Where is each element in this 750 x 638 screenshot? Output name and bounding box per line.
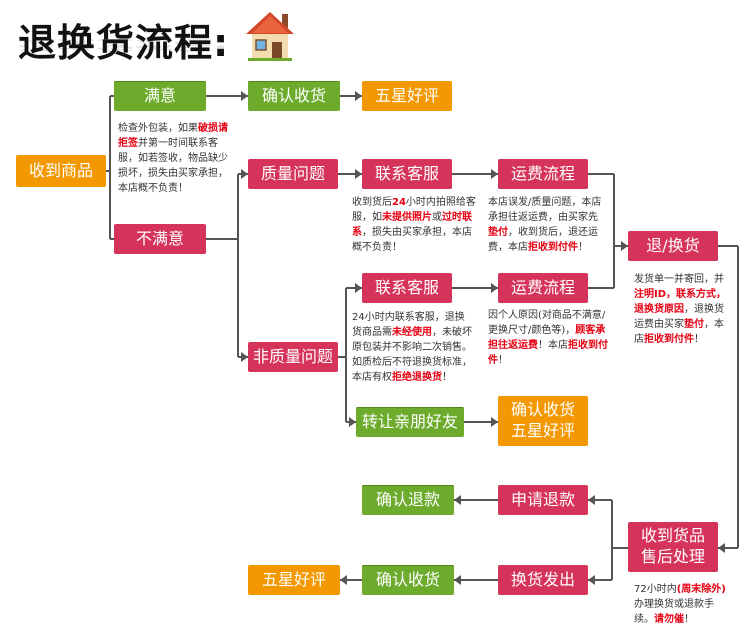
quality-fee-highlight-1: 垫付 [488,227,508,238]
exchange-ship-node: 换货发出 [498,565,588,595]
confirm-receipt-node-1: 确认收货 [248,81,340,111]
unsatisfied-node: 不满意 [114,224,206,254]
nonquality-cs-text-2: ，未破坏原包装并不影响二次销售。如质检后不符退换货标准，本店有权 [352,327,472,383]
return-note-highlight-2: 垫付 [684,319,704,330]
nonquality-fee-highlight-2: 拒收到付件 [488,340,608,366]
inspect-note-text-2: 并第一时间联系客服，如若签收，物品缺少损坏，损失由买家承担，本店概不负责！ [118,138,228,194]
inspect-note-text-1: 检查外包装，如果 [118,123,198,134]
quality-fee-text-3: ！ [578,242,588,253]
nonquality-cs-text-3: ！ [442,372,452,383]
quality-cs-highlight-3: 过时联系 [352,212,472,238]
return-note-text-2: ，退换货运费由买家 [634,304,724,330]
transfer-friends-node: 转让亲朋好友 [356,407,464,437]
quality-cs-highlight-2: 未提供照片 [382,212,432,223]
shipping-flow-node-1: 运费流程 [498,159,588,189]
after-sales-line-2: 售后处理 [640,547,705,566]
nonquality-cs-text-1: 24小时内联系客服，退换货商品需 [352,312,465,338]
shipping-flow-node-2: 运费流程 [498,273,588,303]
return-note-text-1: 发货单一并寄回，并 [634,274,724,285]
quality-issue-node: 质量问题 [248,159,338,189]
return-note-text-4: ！ [694,334,704,345]
confirm-receipt-node-2: 确认收货 [362,565,454,595]
quality-cs-text-4: ，损失由买家承担，本店概不负责！ [352,227,472,253]
after-sales-text-1: 72小时内 [634,584,677,595]
quality-fee-highlight-2: 拒收到付件 [528,242,578,253]
nonquality-fee-text-1: 因个人原因(对商品不满意/更换尺寸/颜色等)， [488,310,606,336]
inspect-note-highlight-1: 破损请拒签 [118,123,228,149]
nonquality-cs-note: 24小时内联系客服，退换货商品需未经使用，未破坏原包装并不影响二次销售。如质检后… [352,310,472,385]
apply-refund-node: 申请退款 [498,485,588,515]
after-sales-text-2: 办理换货或退款手续。 [634,599,714,625]
quality-cs-highlight-1: 24 [392,197,406,208]
contact-cs-node-2: 联系客服 [362,273,452,303]
quality-fee-text-2: ，收到货后，退还运费，本店 [488,227,598,253]
inspect-note: 检查外包装，如果破损请拒签并第一时间联系客服，如若签收，物品缺少损坏，损失由买家… [118,121,236,196]
quality-cs-text-2: 小时内拍照给客服，如 [352,197,476,223]
satisfied-node: 满意 [114,81,206,111]
nonquality-fee-text-3: ！ [498,355,508,366]
quality-fee-text-1: 本店误发/质量问题，本店承担往返运费，由买家先 [488,197,602,223]
after-sales-text-3: ！ [684,614,694,625]
confirm-refund-node: 确认退款 [362,485,454,515]
nonquality-fee-text-2: ！本店 [538,340,568,351]
nonquality-cs-highlight-1: 未经使用 [392,327,432,338]
nonquality-fee-note: 因个人原因(对商品不满意/更换尺寸/颜色等)，顾客承担往返运费！本店拒收到付件！ [488,308,608,368]
after-sales-note: 72小时内(周末除外) 办理换货或退款手续。请勿催！ [634,582,730,627]
confirm-five-star-node: 确认收货 五星好评 [498,396,588,446]
contact-cs-node-1: 联系客服 [362,159,452,189]
house-icon [246,12,294,61]
return-note: 发货单一并寄回，并注明ID，联系方式，退换货原因，退换货运费由买家垫付，本店拒收… [634,272,732,347]
five-star-node-1: 五星好评 [362,81,452,111]
five-star-node-2: 五星好评 [248,565,340,595]
nonquality-fee-highlight-1: 顾客承担往返运费 [488,325,606,351]
after-sales-highlight-1: (周末除外) [676,584,726,595]
non-quality-issue-node: 非质量问题 [248,342,338,372]
quality-cs-text-1: 收到货后 [352,197,392,208]
return-note-highlight-1: 注明ID，联系方式，退换货原因 [634,289,727,315]
page-title: 退换货流程: [18,21,230,65]
after-sales-line-1: 收到货品 [640,526,705,546]
quality-cs-note: 收到货后24小时内拍照给客服，如未提供照片或过时联系，损失由买家承担，本店概不负… [352,195,480,255]
received-goods-node: 收到商品 [16,155,106,187]
return-note-highlight-3: 拒收到付件 [644,334,694,345]
after-sales-node: 收到货品 售后处理 [628,522,718,572]
quality-fee-note: 本店误发/质量问题，本店承担往返运费，由买家先垫付，收到货后，退还运费，本店拒收… [488,195,606,255]
nonquality-cs-highlight-2: 拒绝退换货 [392,372,442,383]
return-note-text-3: ，本店 [634,319,724,345]
quality-cs-text-3: 或 [432,212,442,223]
return-exchange-node: 退/换货 [628,231,718,261]
after-sales-highlight-2: 请勿催 [654,614,684,625]
confirm-five-star-line-1: 确认收货 [510,400,575,420]
confirm-five-star-line-2: 五星好评 [510,421,575,440]
